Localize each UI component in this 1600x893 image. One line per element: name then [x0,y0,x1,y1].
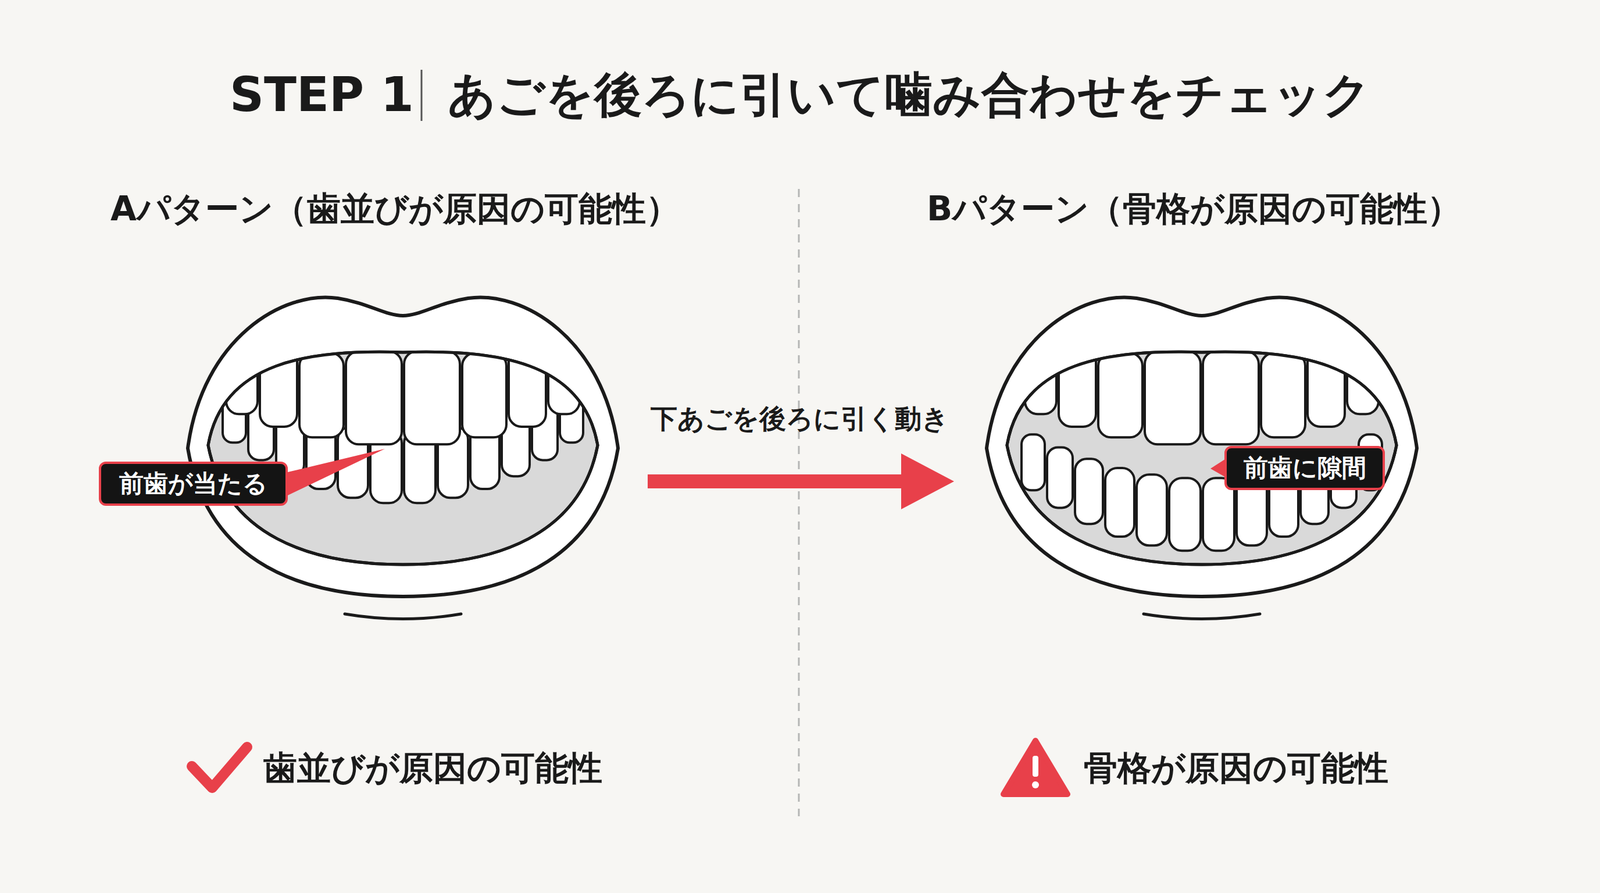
pattern-heading: Aパターン（歯並びが原因の可能性） [110,188,680,230]
tooth [968,327,993,387]
tooth [345,351,402,445]
mouth-opening-edge [208,351,598,565]
arrow-head [901,453,955,510]
tooth [994,336,1023,401]
tooth [1380,336,1409,401]
warning-icon-bar [1032,755,1039,777]
tooth [1098,352,1143,438]
title: あごを後ろに引いて噛み合わせをチェック [447,66,1371,124]
callout-text: 前歯に隙間 [1243,453,1367,483]
chin-line [1143,613,1260,620]
tooth [1136,474,1167,546]
tooth [195,336,224,401]
check-mark [191,747,248,788]
tooth [462,352,507,438]
result-label: 歯並びが原因の可能性 [263,748,603,789]
tooth [404,351,460,445]
callout-text: 前歯が当たる [119,469,268,499]
warning-icon [1003,740,1068,795]
tooth [1105,468,1135,537]
tooth [1075,458,1103,524]
chin-line [344,613,462,620]
divider-line [798,188,800,817]
callout-box: 前歯が当たる [98,461,288,506]
tooth [612,327,637,387]
tooth [508,345,546,427]
result-label: 骨格が原因の可能性 [1083,748,1389,789]
tooth [1021,434,1045,491]
lips-outline [986,297,1417,597]
callout-box: 前歯に隙間 [1224,445,1385,491]
tooth [581,336,610,401]
mouth-illustration [968,297,1436,619]
tooth [1058,345,1096,427]
teeth-group [968,327,1436,551]
arrow-label: 下あごを後ろに引く動き [650,402,949,435]
tooth [1202,351,1259,445]
tooth [1047,447,1073,508]
lips-outline [187,297,619,597]
tooth [1307,345,1345,427]
tooth [1261,352,1306,438]
mouth-opening-edge [1006,351,1397,565]
mouth-illustration [169,297,637,619]
step-label: STEP 1 [229,66,414,124]
tooth [299,352,344,438]
pattern-heading: Bパターン（骨格が原因の可能性） [926,188,1462,230]
callout-pointer [287,448,385,496]
title-separator [420,69,423,121]
tooth [169,327,194,387]
warning-icon-dot [1031,781,1039,789]
tooth [259,345,298,427]
tooth [1411,327,1436,387]
tooth [1169,477,1201,551]
arrow-shaft [647,474,904,489]
tooth [1144,351,1201,445]
